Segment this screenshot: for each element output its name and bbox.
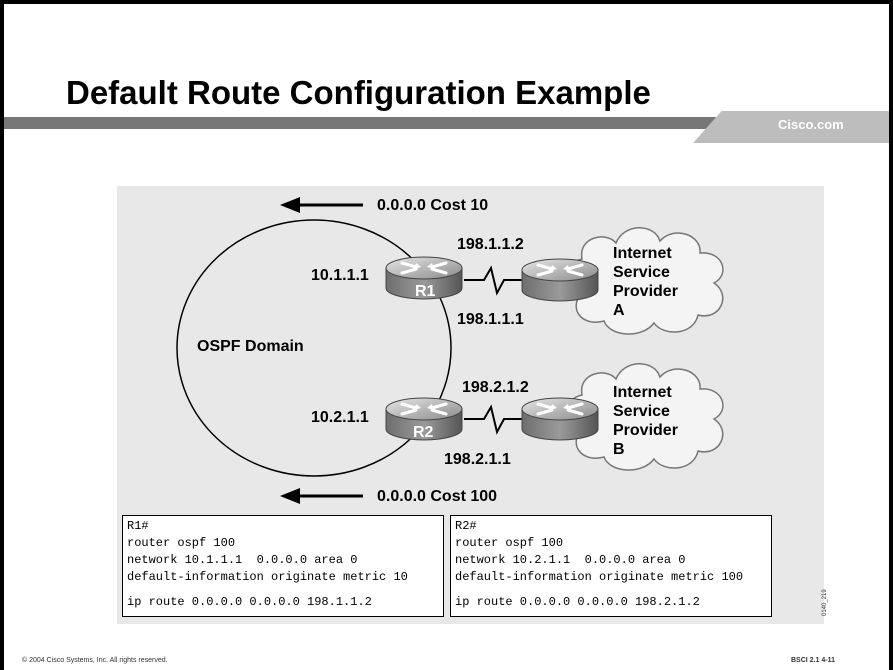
r1-config-line4: ip route 0.0.0.0 0.0.0.0 198.1.1.2 <box>127 595 372 609</box>
isp-a-line2: Service <box>613 264 670 281</box>
r1-config-box: R1# router ospf 100 network 10.1.1.1 0.0… <box>122 515 444 617</box>
r2-isp-ip: 198.2.1.2 <box>462 379 529 396</box>
r2-config-prompt: R2# <box>455 519 477 533</box>
serial-link-r2 <box>464 404 524 435</box>
r2-serial-ip: 198.2.1.1 <box>444 451 511 468</box>
r1-config-prompt: R1# <box>127 519 149 533</box>
brand-bar <box>693 111 889 143</box>
r2-config-line4: ip route 0.0.0.0 0.0.0.0 198.2.1.2 <box>455 595 700 609</box>
footer-course: BSCI 2.1 4-11 <box>791 657 835 664</box>
isp-a-line1: Internet <box>613 245 672 262</box>
isp-a-label: Internet Service Provider A <box>613 244 678 320</box>
r1-config-line3: default-information originate metric 10 <box>127 570 408 584</box>
bottom-arrow <box>280 488 363 504</box>
isp-b-router-icon <box>520 396 600 442</box>
network-diagram <box>176 197 724 504</box>
top-arrow <box>280 197 363 213</box>
isp-a-line3: Provider <box>613 283 678 300</box>
serial-link-r1 <box>464 265 524 296</box>
page-title: Default Route Configuration Example <box>66 74 651 111</box>
isp-b-line1: Internet <box>613 384 672 401</box>
r1-config-line1: router ospf 100 <box>127 536 236 550</box>
figure-id: 0140_219 <box>822 589 828 616</box>
ospf-domain-ellipse <box>176 219 452 477</box>
r1-isp-ip: 198.1.1.2 <box>457 236 524 253</box>
r1-config-line2: network 10.1.1.1 0.0.0.0 area 0 <box>127 553 358 567</box>
r1-name: R1 <box>415 283 436 300</box>
r1-serial-ip: 198.1.1.1 <box>457 311 524 328</box>
isp-b-line4: B <box>613 441 625 458</box>
r1-inside-ip: 10.1.1.1 <box>311 267 369 284</box>
brand-label: Cisco.com <box>778 117 844 132</box>
isp-a-line4: A <box>613 302 625 319</box>
r2-config-line3: default-information originate metric 100 <box>455 570 744 584</box>
r2-config-line1: router ospf 100 <box>455 536 564 550</box>
r2-config-line2: network 10.2.1.1 0.0.0.0 area 0 <box>455 553 686 567</box>
r2-config-box: R2# router ospf 100 network 10.2.1.1 0.0… <box>450 515 772 617</box>
ospf-domain-label: OSPF Domain <box>197 338 304 355</box>
isp-b-line3: Provider <box>613 422 678 439</box>
r2-inside-ip: 10.2.1.1 <box>311 409 369 426</box>
top-advert-label: 0.0.0.0 Cost 10 <box>377 197 489 214</box>
bottom-advert-label: 0.0.0.0 Cost 100 <box>377 488 498 505</box>
isp-a-router-icon <box>520 257 600 303</box>
isp-b-line2: Service <box>613 403 670 420</box>
r2-name: R2 <box>413 424 434 441</box>
title-underline-bar <box>4 117 723 129</box>
isp-b-label: Internet Service Provider B <box>613 383 678 459</box>
footer-copyright: © 2004 Cisco Systems, Inc. All rights re… <box>22 657 168 664</box>
